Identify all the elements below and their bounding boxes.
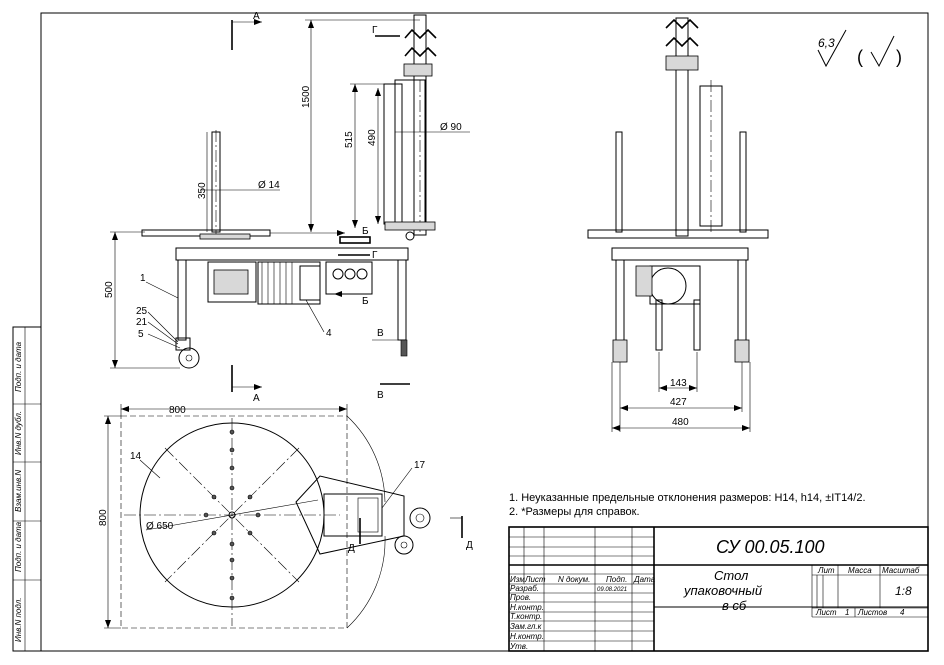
stamp-label-1: Подп. и дата <box>14 341 23 392</box>
stamp-label-2: Инв.N дубл. <box>14 411 23 455</box>
tb-role-approve: Утв. <box>509 642 528 651</box>
section-d-right: Д <box>466 540 473 551</box>
dim-350: 350 <box>197 182 208 199</box>
tb-hdr-sign: Подп. <box>606 575 627 584</box>
callout-5: 5 <box>138 329 144 340</box>
dim-800-h: 800 <box>98 509 109 526</box>
stamp-label-3: Взам.инв.N <box>14 470 23 512</box>
callout-25: 25 <box>136 306 148 317</box>
tb-date-value: 09.08.2021 <box>597 587 627 593</box>
side-stamp: Подп. и дата Инв.N дубл. Взам.инв.N Подп… <box>12 326 42 652</box>
dim-143: 143 <box>670 378 687 389</box>
tb-hdr-date: Дата <box>633 575 656 584</box>
section-g-mid: Г <box>372 250 378 261</box>
callout-17: 17 <box>414 460 426 471</box>
dim-1500: 1500 <box>301 85 312 108</box>
tb-sheet-label: Лист <box>815 608 837 617</box>
tb-sheets-value: 4 <box>900 608 905 617</box>
tb-sheets-label: Листов <box>857 608 887 617</box>
dim-dia-14: Ø 14 <box>258 180 280 191</box>
front-view: А А 1500 Г 515 490 <box>104 11 470 404</box>
section-b-mid: Б <box>362 296 369 307</box>
section-v-mid: В <box>377 328 384 339</box>
section-g-top: Г <box>372 25 378 36</box>
top-view: 800 800 Ø 650 14 17 Д Д <box>98 404 473 629</box>
tb-name-2: упаковочный <box>683 583 762 598</box>
tb-role-ncontrol1: Н.контр. <box>510 603 544 612</box>
callout-21: 21 <box>136 317 148 328</box>
tb-role-develop: Разраб. <box>510 584 539 593</box>
roughness-paren-open: ( <box>857 47 863 67</box>
roughness-mark: 6,3 ( ) <box>817 29 902 68</box>
tb-role-check: Пров. <box>510 593 531 602</box>
tb-name-3: в сб <box>722 598 747 613</box>
tb-lit-label: Лит <box>817 566 835 575</box>
tb-role-ncontrol2: Н.контр. <box>510 632 544 641</box>
note-2: 2. *Размеры для справок. <box>509 506 640 518</box>
tb-designation: СУ 00.05.100 <box>716 537 825 557</box>
section-a-top: А <box>253 11 260 22</box>
tb-name-1: Стол <box>714 568 749 583</box>
tb-scale-label: Масштаб <box>882 566 920 575</box>
note-1: 1. Неуказанные предельные отклонения раз… <box>509 492 866 504</box>
roughness-value: 6,3 <box>818 36 835 50</box>
callout-4: 4 <box>326 328 332 339</box>
roughness-paren-close: ) <box>896 47 902 67</box>
dim-800-w: 800 <box>169 405 186 416</box>
dim-dia-650: Ø 650 <box>146 521 174 532</box>
tb-sheet-value: 1 <box>845 608 849 617</box>
dim-427: 427 <box>670 397 687 408</box>
tb-hdr-izm: Изм <box>510 575 525 584</box>
dim-480: 480 <box>672 417 689 428</box>
side-view: 143 427 480 <box>587 17 769 432</box>
tb-scale-value: 1:8 <box>895 584 912 598</box>
stamp-label-4: Подп. и дата <box>14 521 23 572</box>
tb-hdr-doc: N докум. <box>558 575 590 584</box>
callout-1: 1 <box>140 273 146 284</box>
stamp-label-5: Инв.N подл. <box>14 597 23 642</box>
section-v-bottom: В <box>377 390 384 401</box>
callout-14: 14 <box>130 451 142 462</box>
tb-mass-label: Масса <box>848 566 872 575</box>
dim-490: 490 <box>367 129 378 146</box>
title-block: Изм Лист N докум. Подп. Дата Разраб. 09.… <box>508 526 929 652</box>
tb-role-tcontrol: Т.контр. <box>510 612 542 621</box>
dim-515: 515 <box>344 131 355 148</box>
dim-dia-90: Ø 90 <box>440 122 462 133</box>
tb-hdr-list: Лист <box>524 575 546 584</box>
section-b-top: Б <box>362 226 369 237</box>
section-a-bottom: А <box>253 393 260 404</box>
dim-500: 500 <box>104 281 115 298</box>
section-d-left: Д <box>348 543 355 554</box>
tb-role-deputy: Зам.гл.к <box>510 622 543 631</box>
